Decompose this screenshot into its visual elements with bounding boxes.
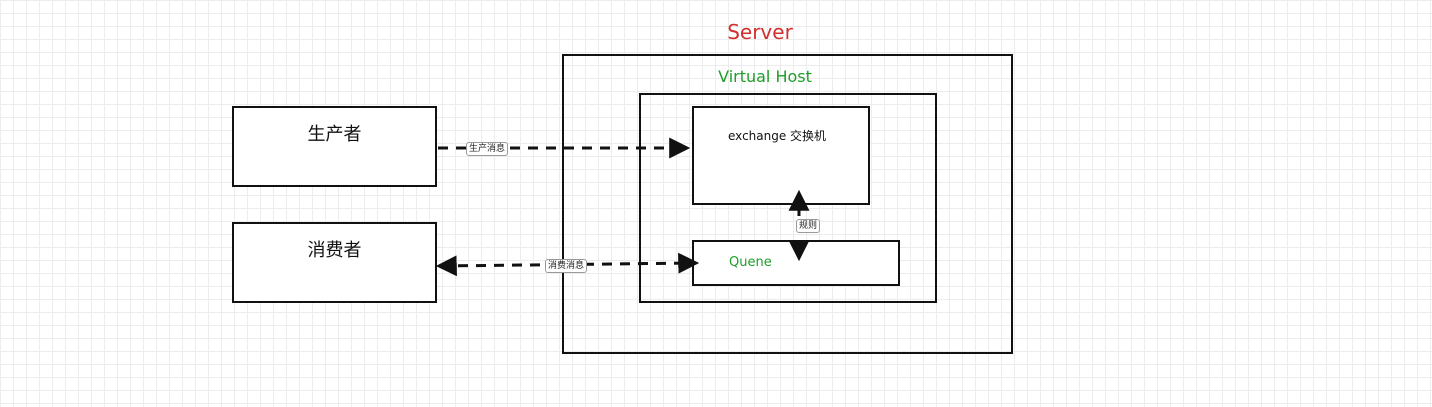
virtual-host-box[interactable] [639,93,937,303]
queue-box[interactable] [692,240,900,286]
server-title: Server [727,20,793,44]
consumer-box[interactable] [232,222,437,303]
queue-label: Quene [729,255,772,270]
producer-label: 生产者 [307,124,362,145]
consume-edge-label: 消费消息 [545,259,588,273]
exchange-label: exchange 交换机 [728,129,827,143]
producer-box[interactable] [232,106,437,187]
virtual-host-title: Virtual Host [718,67,812,86]
consumer-label: 消费者 [307,240,362,261]
rule-edge-label: 规则 [796,219,821,233]
produce-edge-label: 生产消息 [466,142,509,156]
server-box[interactable] [562,54,1013,354]
exchange-box[interactable] [692,106,870,205]
